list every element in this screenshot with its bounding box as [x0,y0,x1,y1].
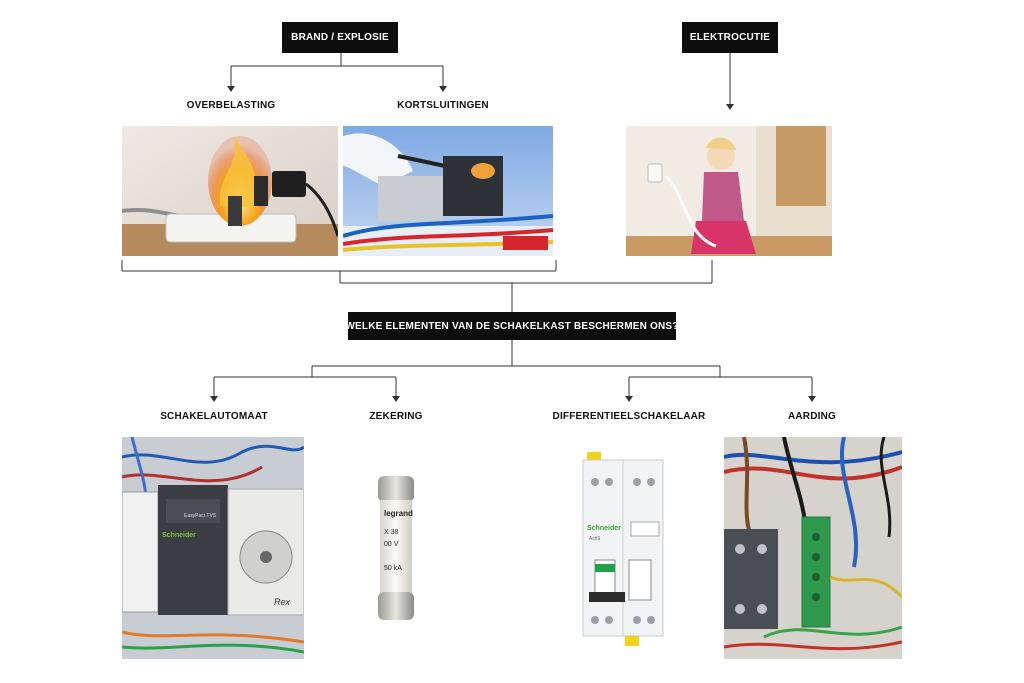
fuse-line3-text: 50 kA [384,565,402,572]
fuse-line1-text: X 38 [384,529,399,536]
short-circuit-photo [343,126,553,256]
label-short-circuit: KORTSLUITINGEN [397,100,489,111]
fuse-line2-text: 00 V [384,541,399,548]
label-grounding: AARDING [787,411,837,422]
fuse-brand-text: legrand [384,509,413,518]
hazard-fire-box: BRAND / EXPLOSIE [282,22,398,53]
question-box: WELKE ELEMENTEN VAN DE SCHAKELKAST BESCH… [345,312,678,340]
grounding-photo [724,437,902,659]
hazard-electrocution-box: ELEKTROCUTIE [682,22,778,53]
overload-photo [122,126,338,256]
breaker-model-text: EasyPact TVS [184,513,217,519]
fuse-photo: legrand X 38 00 V 50 kA [372,476,420,620]
label-rcd: DIFFERENTIEELSCHAKELAAR [552,411,706,422]
timer-brand-text: Rex [274,597,291,607]
rcd-photo: Schneider Acti9 [579,452,667,646]
circuit-breaker-photo: Schneider EasyPact TVS Rex [122,437,304,659]
label-fuse: ZEKERING [369,411,423,422]
rcd-model-text: Acti9 [589,536,600,542]
electrocution-photo [626,126,832,256]
label-overload: OVERBELASTING [186,100,276,111]
label-circuit-breaker: SCHAKELAUTOMAAT [160,411,268,422]
breaker-brand-text: Schneider [162,532,196,539]
rcd-brand-text: Schneider [587,525,621,532]
